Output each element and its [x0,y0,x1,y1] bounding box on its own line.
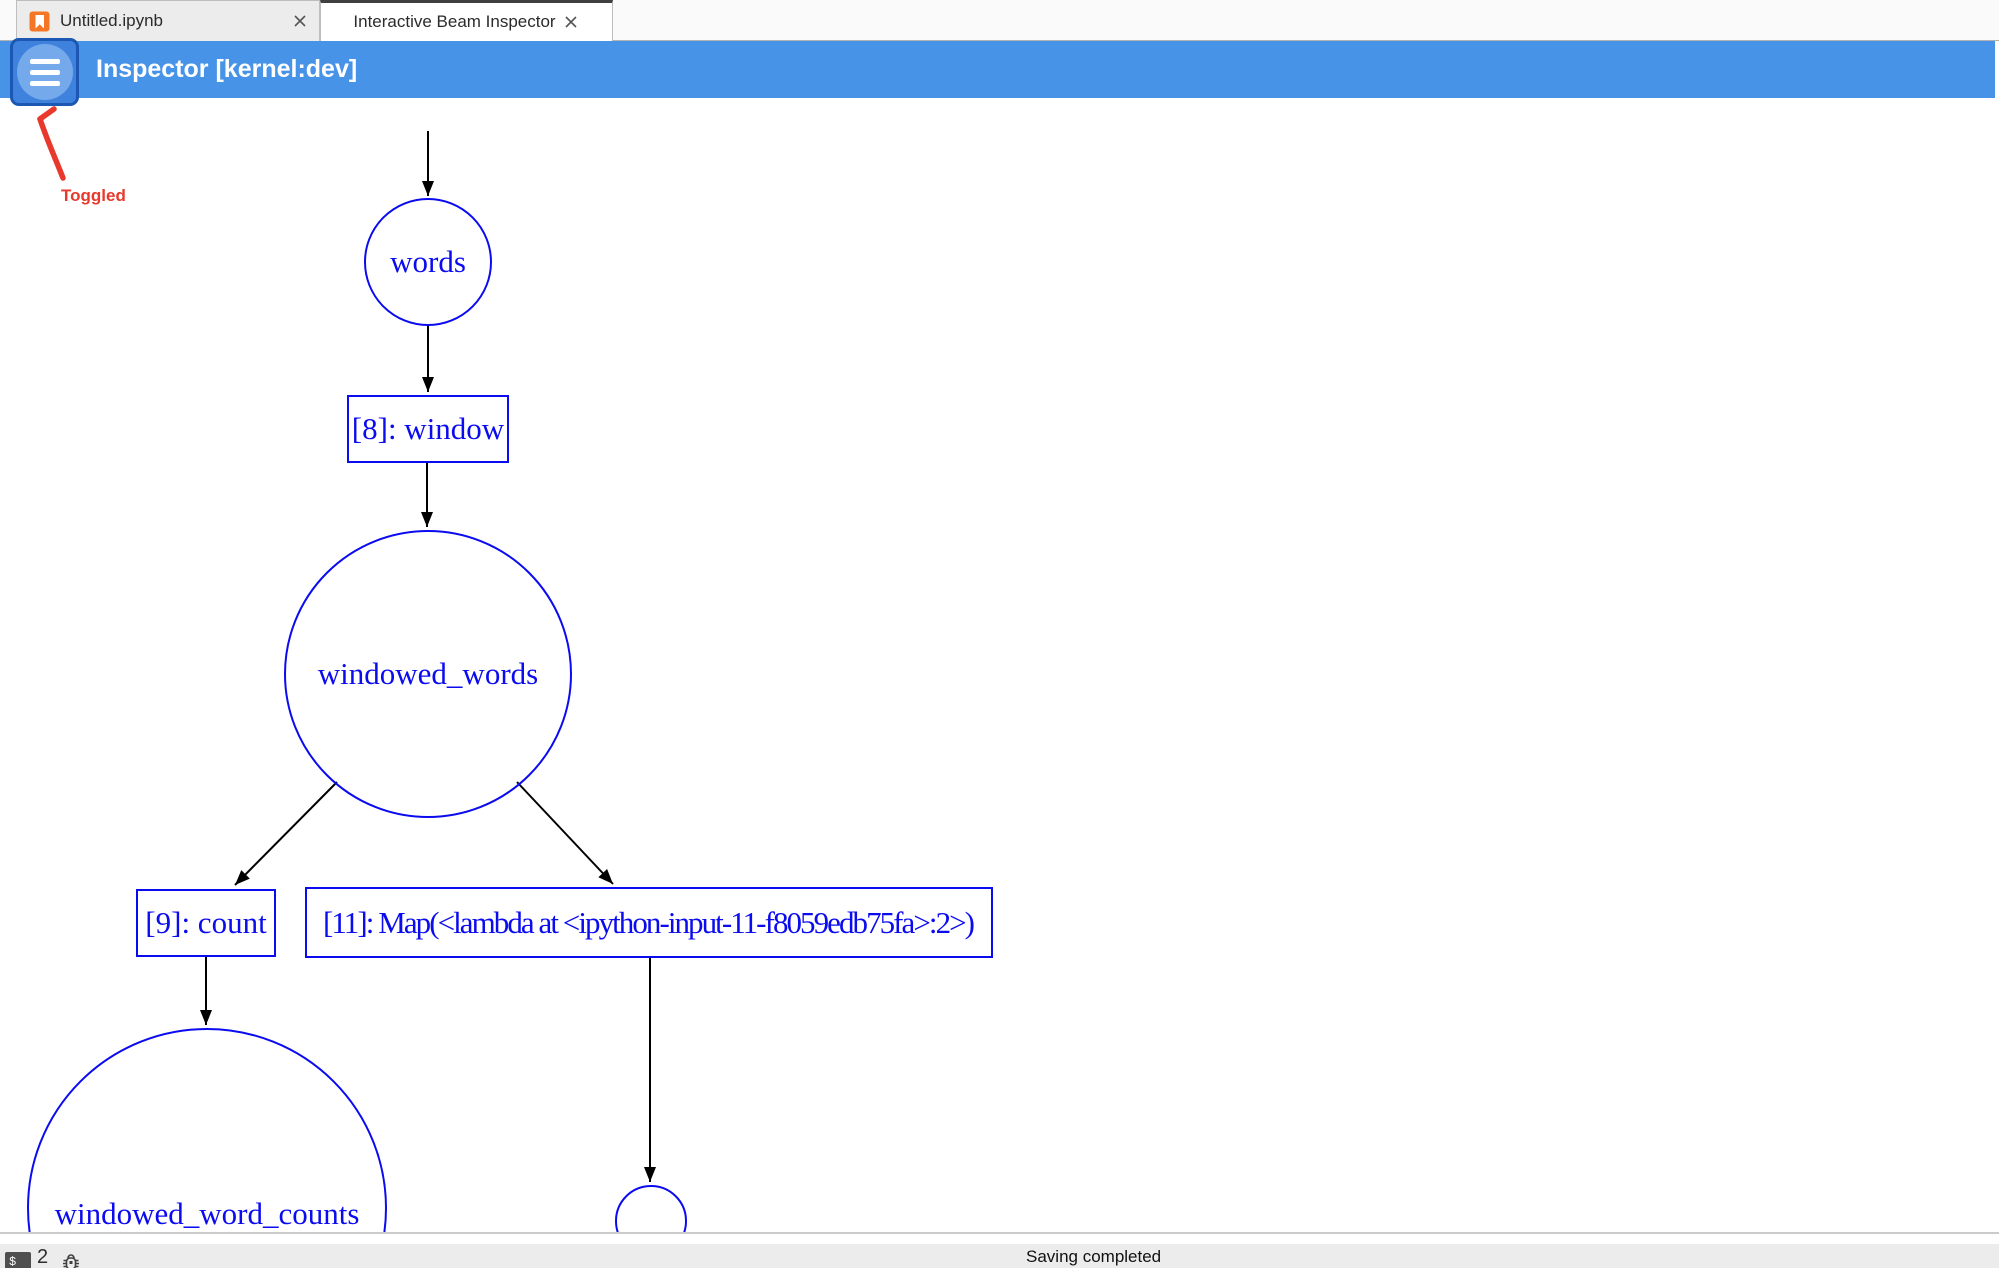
status-message: Saving completed [1026,1247,1162,1266]
node-count-box [136,889,276,957]
kernel-count[interactable]: 2 [37,1246,49,1268]
inspector-header: Inspector [kernel:dev] [0,41,1995,98]
close-icon[interactable] [291,12,309,30]
tab-untitled-notebook[interactable]: Untitled.ipynb [16,0,320,41]
annotation-label: Toggled [61,186,126,205]
pipeline-graph: words [8]: window windowed_words [9]: co… [27,131,993,1232]
node-label-words: words [390,244,466,279]
jupyter-notebook-icon [29,11,50,31]
tab-label: Interactive Beam Inspector [353,12,556,31]
status-bar: $ 2 Saving completed [0,1244,1999,1268]
node-label-map: [11]: Map(<lambda at <ipython-input-11-f… [323,905,975,940]
close-icon[interactable] [562,13,580,31]
node-windowed-words-circle [284,530,572,818]
node-map-box [305,887,993,958]
tab-label: Untitled.ipynb [60,11,164,30]
bug-icon[interactable] [60,1251,82,1268]
node-anonymous-circle [615,1185,687,1232]
node-windowed-word-counts-circle [27,1028,387,1232]
terminal-icon[interactable]: $ [5,1252,31,1268]
edge-windowed-words-to-map [516,781,614,885]
tab-bar: Untitled.ipynb Interactive Beam Inspecto… [0,0,1999,41]
node-label-windowed-word-counts: windowed_word_counts [55,1196,360,1231]
pipeline-graph-canvas: words [8]: window windowed_words [9]: co… [0,98,1999,1234]
sidebar-toggle-button[interactable] [10,38,79,106]
node-window-box [347,395,509,463]
node-words-circle [364,198,492,326]
edge-windowed-words-to-count [234,781,338,886]
node-label-windowed-words: windowed_words [318,656,538,691]
inspector-title: Inspector [kernel:dev] [96,55,358,83]
hamburger-icon [16,44,73,100]
node-label-window: [8]: window [352,411,505,446]
pipeline-edges [200,131,656,1182]
node-label-count: [9]: count [145,905,267,940]
tab-beam-inspector[interactable]: Interactive Beam Inspector [320,0,613,41]
